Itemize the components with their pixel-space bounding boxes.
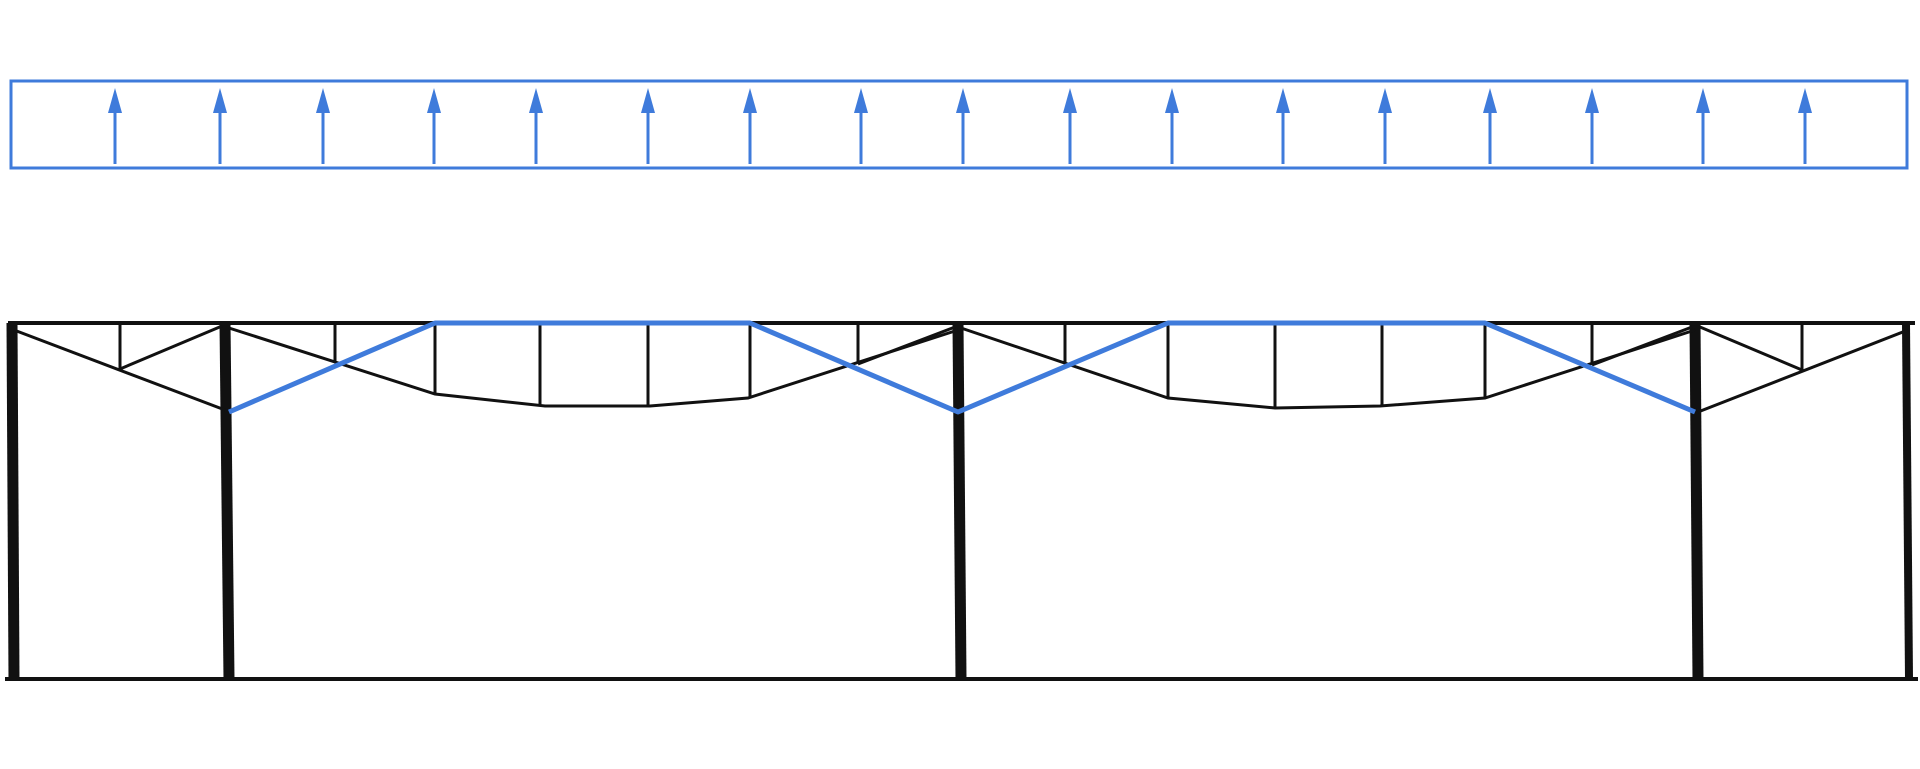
uplift-arrow-head <box>108 88 122 113</box>
bracing-line-1 <box>228 320 1696 415</box>
uplift-arrow-head <box>316 88 330 113</box>
diagonal-bay-2 <box>857 325 956 366</box>
diagonal-bay-4 <box>1699 325 1803 372</box>
uplift-arrow-head <box>1378 88 1392 113</box>
uplift-arrow-head <box>743 88 757 113</box>
uplift-arrow-head <box>956 88 970 113</box>
uplift-arrow-head <box>1276 88 1290 113</box>
uplift-arrow-head <box>1798 88 1812 113</box>
load-arrows <box>108 88 1812 164</box>
uplift-arrow-head <box>529 88 543 113</box>
column-1 <box>6 322 20 680</box>
column-2 <box>219 322 235 680</box>
column-3 <box>952 322 967 680</box>
uplift-arrow-head <box>641 88 655 113</box>
column-4 <box>1689 322 1704 680</box>
uplift-arrow-head <box>213 88 227 113</box>
bottom-chord-bracing <box>228 320 1696 415</box>
uplift-load <box>9 79 1909 170</box>
bottom-chord-bay-2 <box>228 326 959 408</box>
uplift-arrow-head <box>1483 88 1497 113</box>
uplift-arrow-head <box>854 88 868 113</box>
column-5 <box>1902 322 1913 680</box>
bottom-chord-bay-4 <box>1697 328 1909 414</box>
uplift-arrow-head <box>1063 88 1077 113</box>
uplift-arrow-head <box>1696 88 1710 113</box>
load-box <box>9 79 1909 170</box>
uplift-arrow-head <box>427 88 441 113</box>
uplift-arrow-head <box>1585 88 1599 113</box>
bottom-chord-bay-1 <box>13 328 226 412</box>
uplift-arrow-head <box>1165 88 1179 113</box>
diagonal-bay-1 <box>119 324 223 371</box>
bottom-chord-bay-3 <box>960 326 1696 410</box>
steel-frame <box>5 321 1918 681</box>
diagonal-bay-3 <box>1591 325 1693 367</box>
